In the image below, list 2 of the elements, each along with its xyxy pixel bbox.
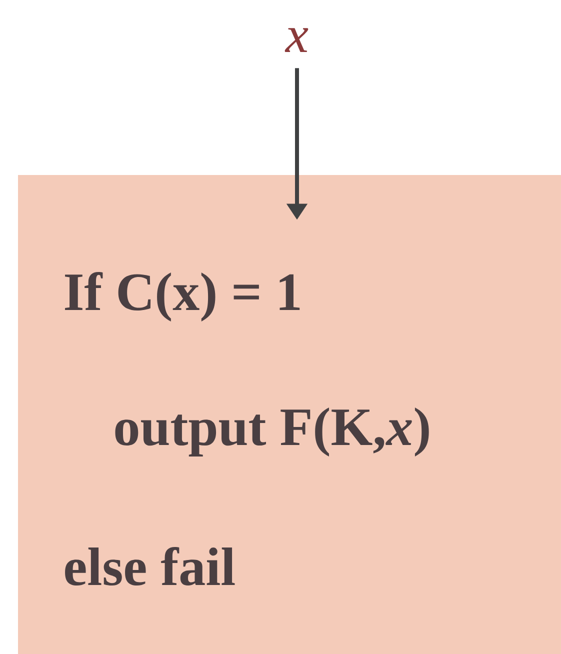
- process-box: If C(x) = 1 output F(K,x) else fail: [18, 175, 561, 654]
- variable-label: x: [284, 28, 308, 52]
